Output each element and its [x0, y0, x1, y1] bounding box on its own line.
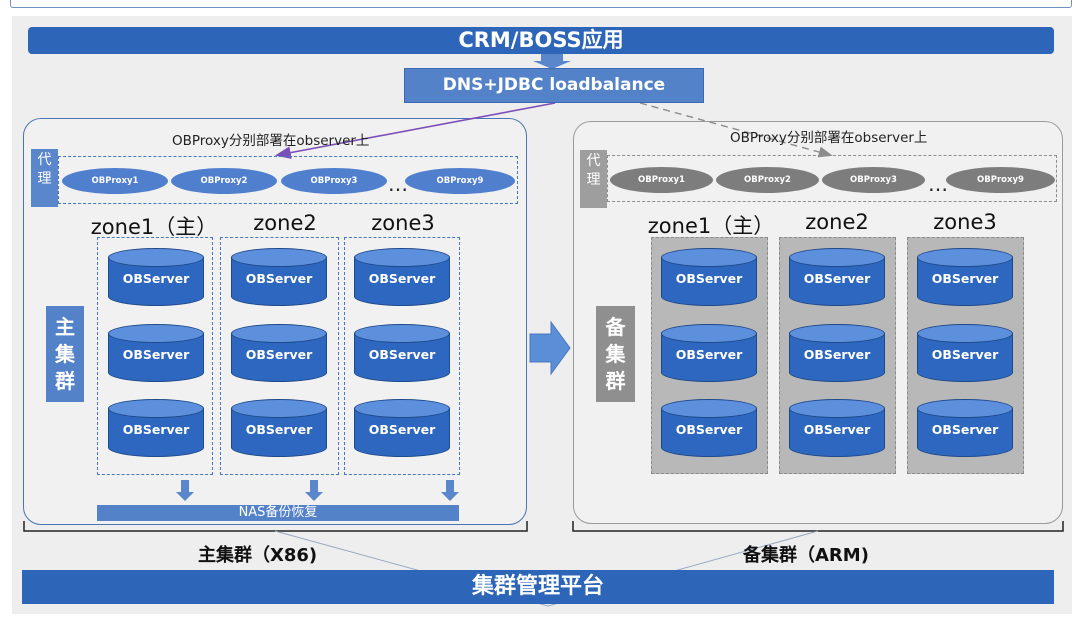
observer-label: OBServer	[931, 422, 999, 437]
main-proxy-frame	[58, 156, 518, 204]
observer-node: OBServer	[789, 324, 885, 382]
observer-label: OBServer	[675, 271, 743, 286]
nas-backup-bar: NAS备份恢复	[97, 505, 459, 521]
observer-node: OBServer	[108, 248, 204, 306]
observer-label: OBServer	[803, 347, 871, 362]
main-zone-frame	[344, 237, 460, 475]
observer-node: OBServer	[661, 399, 757, 457]
observer-node: OBServer	[661, 248, 757, 306]
observer-label: OBServer	[122, 347, 190, 362]
main-proxy-tag: 代理	[31, 149, 58, 207]
backup-arrows	[176, 480, 459, 501]
standby-cluster-caption: 备集群（ARM)	[743, 545, 869, 566]
observer-label: OBServer	[931, 271, 999, 286]
standby-cluster-brace	[572, 521, 1064, 532]
main-cluster-brace	[23, 521, 528, 532]
main-zone-title: zone2	[253, 211, 317, 235]
standby-proxy-node: OBProxy1	[610, 167, 713, 193]
observer-node: OBServer	[354, 399, 450, 457]
main-proxy-node: OBProxy2	[171, 168, 277, 194]
loadbalancer-box: DNS+JDBC loadbalance	[404, 68, 704, 103]
standby-zone-title: zone3	[933, 210, 997, 234]
backup-arrow	[176, 480, 194, 501]
app-banner: CRM/BOSS应用	[28, 27, 1054, 54]
standby-proxy-tag: 代理	[580, 150, 607, 208]
main-zone-title: zone1（主）	[90, 215, 218, 239]
main-cluster-caption: 主集群（X86)	[198, 545, 318, 566]
observer-node: OBServer	[661, 324, 757, 382]
observer-label: OBServer	[122, 271, 190, 286]
platform-banner: 集群管理平台	[22, 570, 1054, 604]
observer-label: OBServer	[368, 271, 436, 286]
main-zone-frame	[220, 237, 339, 475]
observer-label: OBServer	[368, 422, 436, 437]
observer-node: OBServer	[789, 248, 885, 306]
observer-node: OBServer	[108, 324, 204, 382]
observer-node: OBServer	[231, 399, 327, 457]
observer-node: OBServer	[917, 399, 1013, 457]
standby-proxy-frame	[607, 155, 1057, 202]
observer-node: OBServer	[108, 399, 204, 457]
main-proxy-node: OBProxy9	[405, 168, 515, 194]
main-proxy-node: OBProxy3	[281, 168, 387, 194]
observer-node: OBServer	[917, 324, 1013, 382]
main-proxy-node: OBProxy1	[62, 168, 168, 194]
main-cluster-side-label: 主集群	[46, 306, 84, 402]
observer-label: OBServer	[675, 422, 743, 437]
top-frame	[10, 0, 1072, 8]
observer-label: OBServer	[245, 422, 313, 437]
standby-proxy-node: OBProxy2	[716, 167, 819, 193]
observer-label: OBServer	[803, 422, 871, 437]
backup-arrow	[305, 480, 323, 501]
standby-proxy-node: OBProxy9	[946, 167, 1055, 193]
observer-label: OBServer	[245, 271, 313, 286]
observer-node: OBServer	[354, 324, 450, 382]
standby-proxy-ellipsis: …	[928, 172, 948, 196]
observer-node: OBServer	[917, 248, 1013, 306]
standby-proxy-caption: OBProxy分别部署在observer上	[730, 130, 928, 146]
observer-node: OBServer	[231, 248, 327, 306]
standby-zone-title: zone2	[805, 210, 869, 234]
replication-arrow	[529, 320, 571, 376]
observer-label: OBServer	[803, 271, 871, 286]
lb-to-main-proxy-arrow	[274, 102, 556, 159]
main-zone-title: zone3	[371, 211, 435, 235]
observer-node: OBServer	[231, 324, 327, 382]
observer-node: OBServer	[789, 399, 885, 457]
observer-node: OBServer	[354, 248, 450, 306]
standby-cluster-side-label: 备集群	[596, 306, 635, 402]
observer-label: OBServer	[368, 347, 436, 362]
backup-arrow	[441, 480, 459, 501]
lb-to-standby-proxy-arrow	[639, 102, 833, 158]
standby-zone-title: zone1（主）	[647, 214, 775, 238]
observer-label: OBServer	[122, 422, 190, 437]
observer-label: OBServer	[675, 347, 743, 362]
observer-label: OBServer	[931, 347, 999, 362]
main-proxy-caption: OBProxy分别部署在observer上	[172, 133, 370, 149]
standby-proxy-node: OBProxy3	[822, 167, 925, 193]
banner-to-lb-arrow	[533, 54, 571, 69]
main-zone-frame	[97, 237, 213, 475]
observer-label: OBServer	[245, 347, 313, 362]
main-proxy-ellipsis: …	[388, 172, 408, 196]
